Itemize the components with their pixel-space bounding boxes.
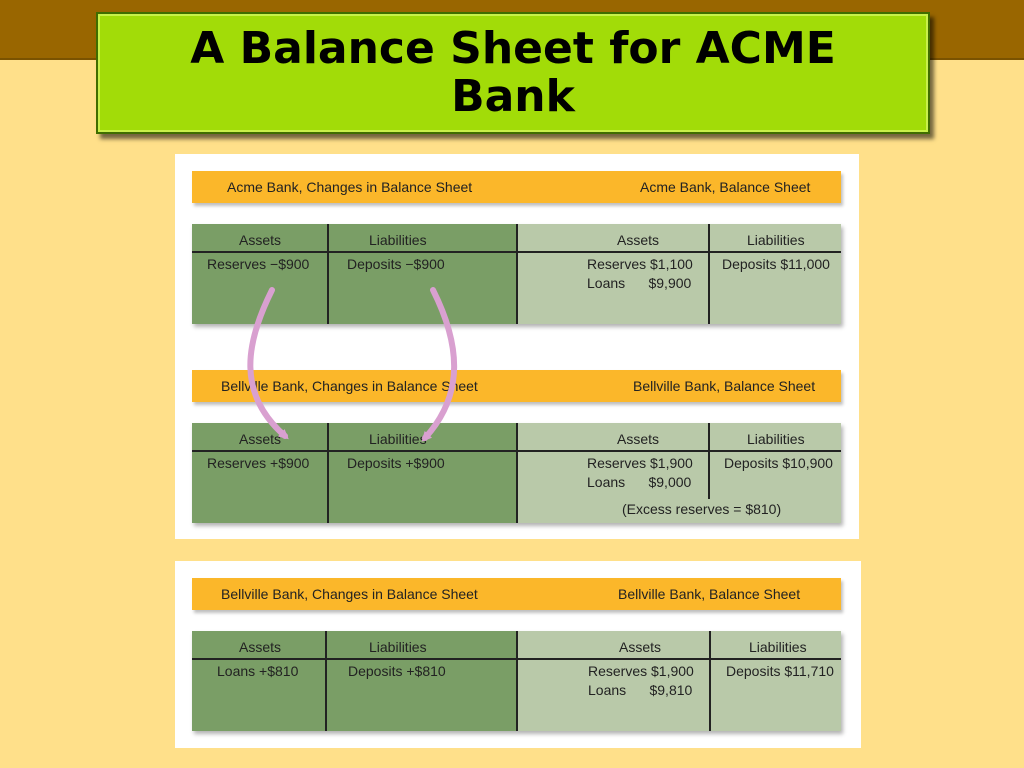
balance-sheet-panel-bottom: Bellville Bank, Changes in Balance Sheet…: [175, 561, 861, 748]
balance-sheet-panel-top: Acme Bank, Changes in Balance Sheet Acme…: [175, 154, 859, 539]
header-assets: Assets: [239, 431, 282, 447]
column-divider: [708, 473, 710, 499]
balance-loans: Loans $9,810: [588, 682, 693, 698]
column-divider: [516, 224, 518, 324]
column-divider: [327, 423, 329, 523]
change-assets: Reserves +$900: [207, 455, 310, 471]
excess-reserves-note: (Excess reserves = $810): [622, 501, 782, 517]
acme-balance-label: Acme Bank, Balance Sheet: [640, 179, 811, 195]
column-divider: [708, 224, 710, 252]
bellville-banner: Bellville Bank, Changes in Balance Sheet…: [192, 370, 841, 402]
balance-deposits: Deposits $11,000: [722, 256, 830, 272]
change-assets: Loans +$810: [217, 663, 299, 679]
balance-deposits: Deposits $11,710: [726, 663, 834, 679]
header-assets: Assets: [617, 232, 660, 248]
balance-reserves: Reserves $1,900: [588, 663, 694, 679]
bellville-changes-label: Bellville Bank, Changes in Balance Sheet: [221, 378, 478, 394]
balance-reserves: Reserves $1,900: [587, 455, 693, 471]
change-liabilities: Deposits +$900: [347, 455, 445, 471]
balance-section: [517, 423, 841, 523]
bellville-loan-table: Assets Liabilities Assets Liabilities Lo…: [192, 631, 841, 731]
header-liabilities: Liabilities: [369, 431, 427, 447]
acme-table: Assets Liabilities Assets Liabilities Re…: [192, 224, 841, 324]
changes-section: [192, 631, 517, 731]
header-assets: Assets: [617, 431, 660, 447]
deposits-transfer-arrow: [421, 287, 458, 442]
balance-deposits: Deposits $10,900: [724, 455, 833, 471]
column-divider: [708, 252, 710, 324]
header-liabilities: Liabilities: [747, 232, 805, 248]
balance-reserves: Reserves $1,100: [587, 256, 693, 272]
header-liabilities: Liabilities: [747, 431, 805, 447]
bellville-balance-label: Bellville Bank, Balance Sheet: [633, 378, 816, 394]
changes-section: [192, 224, 517, 324]
slide-title: A Balance Sheet for ACME Bank: [190, 23, 836, 122]
header-assets: Assets: [619, 639, 662, 655]
change-liabilities: Deposits +$810: [348, 663, 446, 679]
column-divider: [708, 423, 710, 473]
column-divider: [325, 631, 327, 731]
header-assets: Assets: [239, 639, 282, 655]
title-box: A Balance Sheet for ACME Bank: [96, 12, 930, 134]
changes-section: [192, 423, 517, 523]
transfer-arrows: [247, 287, 458, 442]
reserves-transfer-arrow: [247, 287, 289, 440]
balance-section: [517, 631, 841, 731]
column-divider: [516, 423, 518, 523]
column-divider: [327, 224, 329, 324]
header-liabilities: Liabilities: [749, 639, 807, 655]
bellville-table: Assets Liabilities Assets Liabilities Re…: [192, 423, 841, 523]
bellville-changes-label: Bellville Bank, Changes in Balance Sheet: [221, 586, 478, 602]
header-liabilities: Liabilities: [369, 232, 427, 248]
acme-banner: Acme Bank, Changes in Balance Sheet Acme…: [192, 171, 841, 203]
header-assets: Assets: [239, 232, 282, 248]
header-liabilities: Liabilities: [369, 639, 427, 655]
balance-loans: Loans $9,900: [587, 275, 692, 291]
balance-section: [517, 224, 841, 324]
balance-loans: Loans $9,000: [587, 474, 692, 490]
change-liabilities: Deposits −$900: [347, 256, 445, 272]
column-divider: [709, 631, 711, 731]
change-assets: Reserves −$900: [207, 256, 310, 272]
bellville-balance-label: Bellville Bank, Balance Sheet: [618, 586, 801, 602]
column-divider: [516, 631, 518, 731]
acme-changes-label: Acme Bank, Changes in Balance Sheet: [227, 179, 473, 195]
bellville-loan-banner: Bellville Bank, Changes in Balance Sheet…: [192, 578, 841, 610]
